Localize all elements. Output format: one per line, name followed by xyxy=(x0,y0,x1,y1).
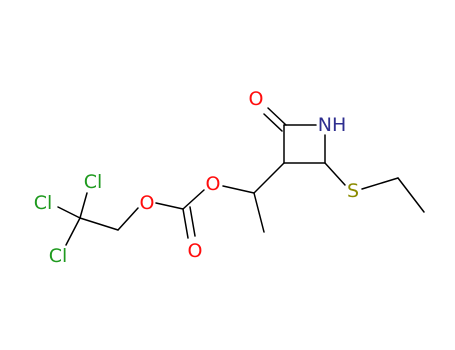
bond-ch-o xyxy=(222,185,255,194)
bond-o-ch2 xyxy=(117,207,139,231)
atom-o-ester-right: O xyxy=(206,173,221,195)
atom-o-ester-left: O xyxy=(140,192,155,214)
bond-ch2-ccl3 xyxy=(79,217,119,231)
atom-cl-left: Cl xyxy=(34,192,53,214)
bond-carbonate-double-1 xyxy=(182,208,189,239)
bond-ring-carbonyl-2 xyxy=(263,113,283,132)
bond-c-cl-bottom xyxy=(65,217,81,246)
atom-s: S xyxy=(347,180,359,202)
bond-ch-methyl xyxy=(253,192,265,233)
atom-labels: O NH S O O O Cl Cl Cl xyxy=(34,88,359,267)
bond-carbonate-c-o xyxy=(155,202,184,210)
bond-c-cl-left xyxy=(57,206,81,219)
bond-s-ch2 xyxy=(361,177,399,190)
bonds xyxy=(57,107,425,246)
atom-cl-top: Cl xyxy=(84,171,103,193)
atom-o-carbonate: O xyxy=(188,240,203,262)
atom-cl-bottom: Cl xyxy=(49,245,68,267)
bond-c4-s xyxy=(324,162,346,186)
bond-c-cl-top xyxy=(79,192,88,219)
bond-o-carbonate-c xyxy=(182,189,205,210)
bond-ring-carbonyl-1 xyxy=(267,107,287,126)
bond-c3-ch xyxy=(253,162,285,194)
atom-o-ring-carbonyl: O xyxy=(249,88,264,110)
bond-carbonate-double-2 xyxy=(189,206,196,237)
bond-ch2-ch3 xyxy=(397,177,425,213)
atom-nh: NH xyxy=(318,114,347,136)
